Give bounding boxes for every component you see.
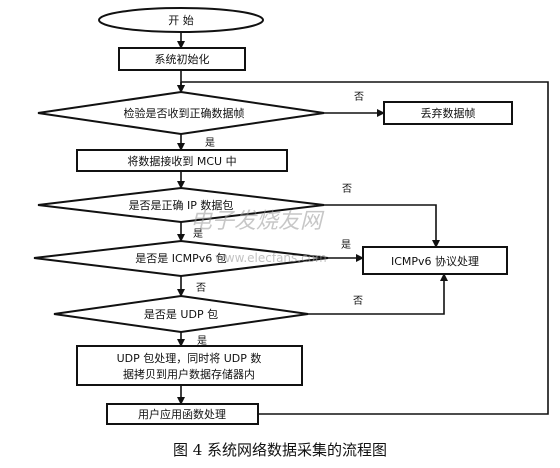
icmp-process-box: [362, 246, 508, 275]
no-label-frame: 否: [354, 91, 364, 103]
no-label-udp: 否: [353, 295, 363, 307]
icmp-process-label: ICMPv6 协议处理: [391, 254, 479, 268]
init-label: 系统初始化: [155, 52, 210, 66]
discard-label: 丢弃数据帧: [421, 106, 476, 120]
watermark-logo: 电子发烧友网: [190, 209, 325, 234]
yes-label-icmp: 是: [341, 239, 351, 251]
icmp-check-label: 是否是 ICMPv6 包: [135, 252, 227, 265]
start-terminal: [98, 7, 264, 33]
udp-process-box: [76, 345, 303, 386]
connectors: [177, 32, 549, 415]
no-label-icmp: 否: [196, 282, 206, 294]
icmp-check-decision: [33, 239, 329, 278]
init-box: [118, 47, 246, 71]
start-label: 开 始: [168, 13, 194, 27]
receive-mcu-label: 将数据接收到 MCU 中: [127, 154, 236, 168]
udp-process-line1: UDP 包处理，同时将 UDP 数: [117, 352, 262, 365]
app-process-label: 用户应用函数处理: [138, 407, 226, 421]
app-process-box: [106, 403, 259, 425]
ip-check-label: 是否是正确 IP 数据包: [129, 198, 234, 212]
udp-check-decision: [53, 294, 309, 334]
discard-box: [383, 101, 513, 125]
figure-caption: 图 4 系统网络数据采集的流程图: [173, 441, 387, 459]
no-label-ip: 否: [342, 183, 352, 195]
watermark-url: www.elecfans.com: [215, 251, 327, 265]
yes-label-ip: 是: [193, 228, 203, 240]
frame-check-label: 检验是否收到正确数据帧: [124, 106, 245, 120]
udp-process-line2: 据拷贝到用户数据存储器内: [123, 367, 255, 381]
frame-check-decision: [37, 90, 325, 136]
yes-label-udp: 是: [197, 335, 207, 347]
receive-mcu-box: [76, 149, 288, 172]
udp-check-label: 是否是 UDP 包: [144, 308, 218, 321]
ip-check-decision: [37, 186, 325, 224]
yes-label-frame: 是: [205, 137, 215, 149]
